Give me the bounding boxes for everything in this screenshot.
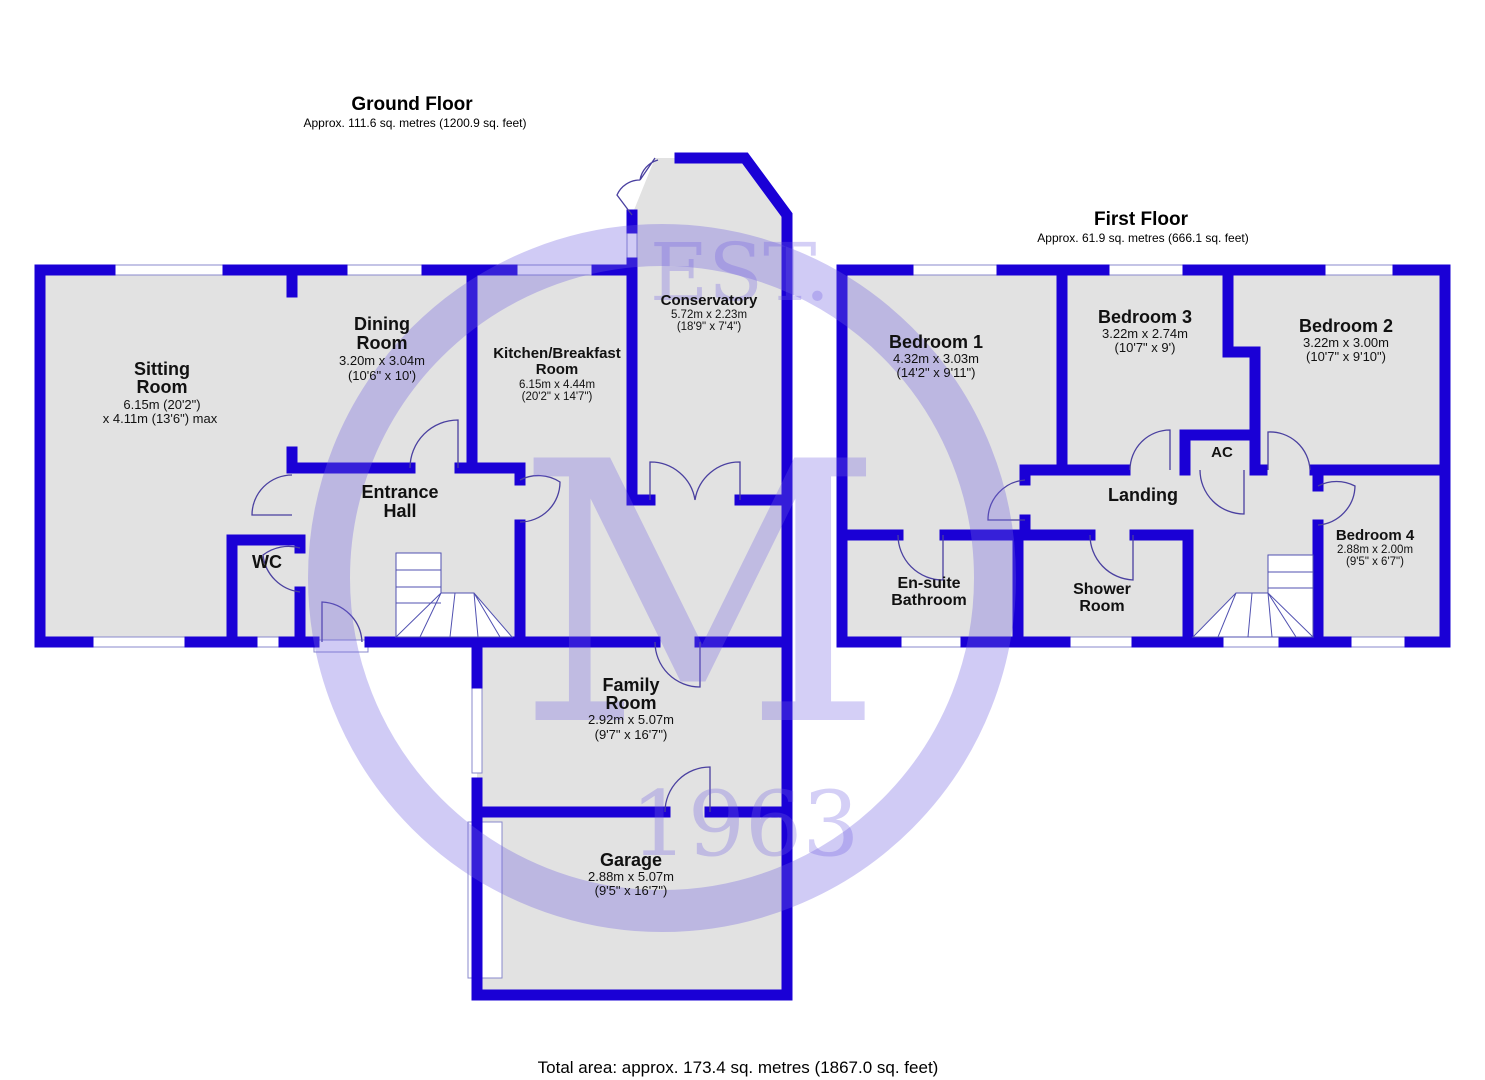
ac-door — [1199, 469, 1245, 515]
watermark-ring — [308, 224, 1016, 932]
dining-room-dim: 3.20m x 3.04m — [339, 353, 425, 368]
door-swing — [1089, 534, 1134, 581]
bedroom-3-dim-2: (10'7" x 9') — [1115, 340, 1176, 355]
family-room-name-2: Room — [606, 693, 657, 713]
door-swing — [1317, 480, 1356, 526]
kitchen-name: Kitchen/Breakfast — [493, 345, 621, 362]
entrance-hall-name-2: Hall — [383, 501, 416, 521]
sitting-room-name-2: Room — [137, 377, 188, 397]
bedroom-4-name: Bedroom 4 — [1336, 527, 1415, 544]
dining-room-dim-2: (10'6" x 10') — [348, 368, 416, 383]
door-swing — [519, 474, 561, 523]
door-swing — [1267, 431, 1311, 471]
bedroom-2-dim-2: (10'7" x 9'10") — [1306, 349, 1386, 364]
entrance-hall-name: Entrance — [361, 482, 438, 502]
door-swing — [897, 534, 944, 581]
ac-name: AC — [1211, 444, 1233, 461]
bedroom-3-name: Bedroom 3 — [1098, 307, 1192, 327]
window — [471, 682, 483, 774]
door-swing — [1129, 429, 1171, 471]
bedroom-2-dim: 3.22m x 3.00m — [1303, 335, 1389, 350]
dining-room-name-2: Room — [357, 333, 408, 353]
window — [1217, 636, 1285, 648]
garage-dim-2: (9'5" x 16'7") — [595, 883, 668, 898]
window — [341, 264, 428, 276]
landing-name: Landing — [1108, 485, 1178, 505]
conservatory-name: Conservatory — [661, 292, 758, 309]
sitting-room-dim: 6.15m (20'2") — [123, 397, 200, 412]
staircase — [1191, 554, 1315, 638]
kitchen-dim: 6.15m x 4.44m — [519, 379, 595, 391]
garage-name: Garage — [600, 850, 662, 870]
door-swing — [262, 545, 301, 593]
kitchen-name-2: Room — [536, 361, 579, 378]
total-area: Total area: approx. 173.4 sq. metres (18… — [538, 1058, 939, 1077]
interior-walls — [836, 264, 1451, 646]
bedroom-1-dim-2: (14'2" x 9'11") — [897, 365, 976, 380]
shower-room-name-2: Room — [1079, 598, 1124, 615]
front-door — [321, 601, 363, 643]
interior-walls — [226, 264, 793, 818]
shower-room-name: Shower — [1073, 581, 1131, 598]
conservatory-dim-2: (18'9" x 7'4") — [677, 321, 742, 333]
watermark-letter: M — [516, 386, 885, 805]
conservatory-dim: 5.72m x 2.23m — [671, 309, 747, 321]
window — [1064, 636, 1138, 648]
ground-floor-plan — [34, 152, 793, 1001]
conservatory-doors — [616, 157, 659, 216]
family-room-dim-2: (9'7" x 16'7") — [595, 727, 668, 742]
ground-floor-title: Ground Floor — [351, 94, 473, 115]
kitchen-dim-2: (20'2" x 14'7") — [522, 391, 593, 403]
first-floor-plan — [836, 264, 1451, 648]
sitting-room-name: Sitting — [134, 359, 190, 379]
family-room-dim: 2.92m x 5.07m — [588, 712, 674, 727]
staircase — [394, 552, 514, 638]
watermark-est: EST. — [650, 226, 830, 319]
garage-dim: 2.88m x 5.07m — [588, 869, 674, 884]
first-floor-title: First Floor — [1094, 209, 1189, 230]
window — [895, 636, 967, 648]
bedroom-4-dim: 2.88m x 2.00m — [1337, 544, 1413, 556]
sitting-room-dim-2: x 4.11m (13'6") max — [103, 411, 218, 426]
sliding-door — [109, 264, 229, 276]
window — [1319, 264, 1399, 276]
window — [1345, 636, 1411, 648]
family-room-name: Family — [602, 675, 659, 695]
watermark-logo: M EST. 1963 — [308, 224, 1016, 932]
window — [907, 264, 1003, 276]
bedroom-1-name: Bedroom 1 — [889, 332, 983, 352]
window — [87, 636, 191, 648]
door-swing — [987, 479, 1026, 521]
door-swing — [654, 641, 701, 688]
french-doors — [649, 461, 741, 501]
bedroom-4-dim-2: (9'5" x 6'7") — [1346, 556, 1404, 568]
dining-room-name: Dining — [354, 314, 410, 334]
window — [1103, 264, 1189, 276]
door-swing — [409, 419, 459, 469]
ensuite-name-2: Bathroom — [891, 592, 967, 609]
ground-floor-area: Approx. 111.6 sq. metres (1200.9 sq. fee… — [303, 116, 526, 130]
bedroom-2-name: Bedroom 2 — [1299, 316, 1393, 336]
watermark-year: 1963 — [630, 772, 859, 877]
bedroom-3-dim: 3.22m x 2.74m — [1102, 326, 1188, 341]
ensuite-name: En-suite — [897, 575, 960, 592]
first-floor-area: Approx. 61.9 sq. metres (666.1 sq. feet) — [1037, 231, 1248, 245]
bedroom-1-dim: 4.32m x 3.03m — [893, 351, 979, 366]
wc-name: WC — [252, 552, 282, 572]
door-swing — [664, 766, 711, 813]
door-swing — [251, 474, 293, 516]
